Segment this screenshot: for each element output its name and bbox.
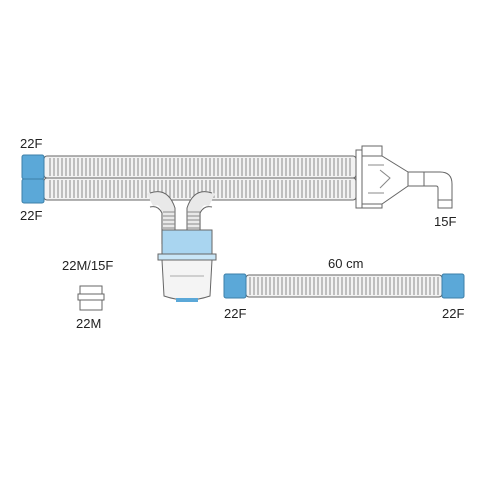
extension-left-connector-cuff bbox=[223, 273, 247, 299]
patient-elbow-connector bbox=[423, 171, 453, 209]
label-wye-patient-port: 15F bbox=[434, 214, 456, 229]
label-adapter-bottom: 22M bbox=[76, 316, 101, 331]
wye-manifold bbox=[355, 145, 425, 209]
label-adapter-top: 22M/15F bbox=[62, 258, 113, 273]
label-circuit-left-top: 22F bbox=[20, 136, 42, 151]
extension-tube-60cm bbox=[223, 273, 465, 299]
expiratory-limb-tube bbox=[43, 177, 357, 201]
label-extension-left: 22F bbox=[224, 306, 246, 321]
expiratory-limb-connector-cuff bbox=[21, 178, 45, 204]
inspiratory-limb-tube bbox=[43, 155, 357, 179]
label-extension-right: 22F bbox=[442, 306, 464, 321]
label-circuit-left-bottom: 22F bbox=[20, 208, 42, 223]
water-trap bbox=[157, 229, 217, 302]
water-trap-drop-tubes bbox=[146, 191, 216, 246]
extension-right-connector-cuff bbox=[441, 273, 465, 299]
label-extension-length: 60 cm bbox=[328, 256, 363, 271]
inspiratory-limb-connector-cuff bbox=[21, 154, 45, 180]
adapter-22m-15f bbox=[77, 285, 105, 311]
